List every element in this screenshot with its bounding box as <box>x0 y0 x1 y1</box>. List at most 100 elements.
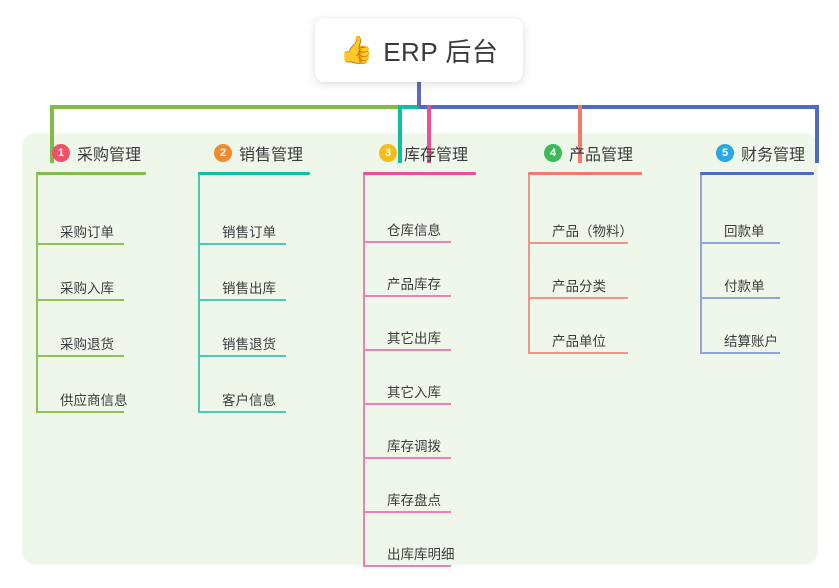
center-connector-stem <box>417 80 421 107</box>
menu-item-rule <box>36 299 124 301</box>
column-header-rule-5 <box>700 172 814 175</box>
menu-item[interactable]: 采购订单 <box>36 189 146 245</box>
column-spine-4 <box>528 175 530 354</box>
menu-item-rule <box>198 411 286 413</box>
connector-drop-1 <box>50 105 54 163</box>
column-3: 3 库存管理仓库信息产品库存其它出库其它入库库存调拨库存盘点出库库明细 <box>363 140 476 567</box>
menu-item-rule <box>528 297 628 299</box>
page-title: ERP 后台 <box>383 36 499 67</box>
menu-item-label: 付款单 <box>724 279 765 294</box>
diagram-title-card: 👍 ERP 后台 <box>315 18 523 82</box>
menu-item[interactable]: 其它出库 <box>363 297 476 351</box>
column-title-3: 库存管理 <box>404 147 469 164</box>
menu-item-rule <box>700 297 780 299</box>
connector-bar-segment-3 <box>419 105 819 109</box>
menu-item-label: 采购入库 <box>60 281 114 296</box>
menu-item-rule <box>363 565 451 567</box>
menu-item-rule <box>528 242 628 244</box>
connector-drop-3 <box>427 105 431 163</box>
column-title-5: 财务管理 <box>741 147 806 164</box>
column-spine-5 <box>700 175 702 354</box>
column-badge-3: 3 <box>379 144 397 162</box>
menu-item[interactable]: 付款单 <box>700 244 814 299</box>
menu-item-rule <box>198 243 286 245</box>
menu-item[interactable]: 库存调拨 <box>363 405 476 459</box>
column-header-5[interactable]: 5 财务管理 <box>700 140 814 166</box>
menu-item-label: 产品单位 <box>552 334 606 349</box>
menu-item[interactable]: 供应商信息 <box>36 357 146 413</box>
connector-bar-segment-1 <box>50 105 398 109</box>
menu-item[interactable]: 结算账户 <box>700 299 814 354</box>
menu-item-label: 产品分类 <box>552 279 606 294</box>
column-spine-2 <box>198 175 200 413</box>
menu-item-rule <box>198 355 286 357</box>
menu-item[interactable]: 出库库明细 <box>363 513 476 567</box>
menu-item[interactable]: 其它入库 <box>363 351 476 405</box>
menu-item-label: 结算账户 <box>724 334 778 349</box>
menu-item[interactable]: 产品（物料） <box>528 189 642 244</box>
menu-item-rule <box>700 242 780 244</box>
column-header-1[interactable]: 1 采购管理 <box>36 140 146 166</box>
menu-item[interactable]: 产品分类 <box>528 244 642 299</box>
menu-item[interactable]: 回款单 <box>700 189 814 244</box>
menu-item-label: 产品（物料） <box>552 224 633 239</box>
menu-item-label: 产品库存 <box>387 277 441 292</box>
menu-item[interactable]: 产品库存 <box>363 243 476 297</box>
column-spine-1 <box>36 175 38 413</box>
column-header-rule-2 <box>198 172 310 175</box>
column-badge-5: 5 <box>716 144 734 162</box>
column-items-5: 回款单付款单结算账户 <box>700 175 814 354</box>
column-header-3[interactable]: 3 库存管理 <box>363 140 476 166</box>
column-spine-3 <box>363 175 365 567</box>
menu-item-label: 销售订单 <box>222 225 276 240</box>
column-items-3: 仓库信息产品库存其它出库其它入库库存调拨库存盘点出库库明细 <box>363 175 476 567</box>
menu-item-rule <box>36 243 124 245</box>
menu-item-label: 出库库明细 <box>387 547 455 562</box>
menu-item-label: 供应商信息 <box>60 393 128 408</box>
menu-item[interactable]: 销售退货 <box>198 301 310 357</box>
menu-item-label: 销售出库 <box>222 281 276 296</box>
menu-item-label: 其它入库 <box>387 385 441 400</box>
menu-item-label: 回款单 <box>724 224 765 239</box>
column-title-1: 采购管理 <box>77 147 142 164</box>
menu-item[interactable]: 产品单位 <box>528 299 642 354</box>
menu-item[interactable]: 客户信息 <box>198 357 310 413</box>
menu-item-rule <box>528 352 628 354</box>
connector-drop-5 <box>815 105 819 163</box>
column-badge-1: 1 <box>52 144 70 162</box>
column-items-4: 产品（物料） 产品分类产品单位 <box>528 175 642 354</box>
menu-item[interactable]: 采购退货 <box>36 301 146 357</box>
column-items-1: 采购订单采购入库采购退货供应商信息 <box>36 175 146 413</box>
menu-item[interactable]: 库存盘点 <box>363 459 476 513</box>
menu-item[interactable]: 采购入库 <box>36 245 146 301</box>
menu-item-rule <box>700 352 780 354</box>
menu-item-rule <box>36 355 124 357</box>
menu-item-label: 采购退货 <box>60 337 114 352</box>
column-header-rule-1 <box>36 172 146 175</box>
menu-item-rule <box>363 295 451 297</box>
menu-item-label: 销售退货 <box>222 337 276 352</box>
menu-item-label: 采购订单 <box>60 225 114 240</box>
column-header-rule-3 <box>363 172 476 175</box>
menu-item-rule <box>36 411 124 413</box>
menu-item-label: 客户信息 <box>222 393 276 408</box>
column-5: 5 财务管理回款单付款单结算账户 <box>700 140 814 354</box>
menu-item-rule <box>363 511 451 513</box>
connector-drop-4 <box>578 105 582 163</box>
menu-item[interactable]: 销售出库 <box>198 245 310 301</box>
menu-item-rule <box>363 241 451 243</box>
column-title-2: 销售管理 <box>239 147 304 164</box>
menu-item-label: 其它出库 <box>387 331 441 346</box>
menu-item-label: 仓库信息 <box>387 223 441 238</box>
menu-item[interactable]: 仓库信息 <box>363 189 476 243</box>
column-badge-4: 4 <box>544 144 562 162</box>
column-items-2: 销售订单销售出库销售退货客户信息 <box>198 175 310 413</box>
menu-item-label: 库存调拨 <box>387 439 441 454</box>
menu-item[interactable]: 销售订单 <box>198 189 310 245</box>
menu-item-label: 库存盘点 <box>387 493 441 508</box>
